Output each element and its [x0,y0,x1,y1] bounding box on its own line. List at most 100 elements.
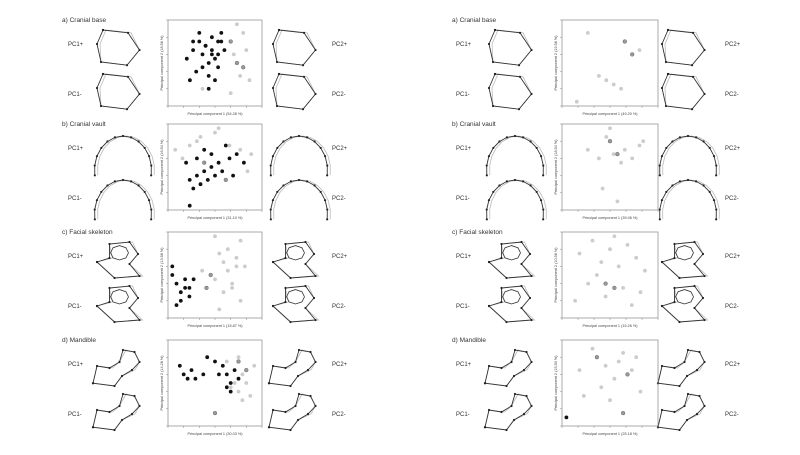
pc2-plus-shape-landmark [304,262,307,266]
pc2-minus-shape-landmark [678,180,681,183]
pc1-plus-shape-landmark [491,60,495,64]
section-2: b) Cranial vaultPC1+PC1-PC2+PC2-Principa… [452,121,741,221]
pc1-plus-shape-landmark [150,174,153,177]
pc2-plus-shape-landmark [282,140,285,143]
data-point [210,35,214,40]
pc2-plus-shape-overlay [662,135,720,176]
pc1-minus-shape-landmark [520,284,523,288]
pc2-plus-shape-landmark [686,134,690,138]
x-axis-label: Principal component 1 (25.18 %) [582,432,638,436]
pc2-minus-shape-landmark [314,404,317,408]
data-point [585,31,590,35]
pc1-plus-shape [93,134,155,177]
data-point [184,160,189,165]
pc2-plus-shape-landmark [690,64,694,67]
data-point [216,160,221,165]
pc1-minus-label: PC1- [68,92,82,98]
data-point [178,298,183,303]
data-point [637,143,642,148]
section-title: c) Facial skeleton [452,229,503,236]
data-point [622,39,627,44]
pc1-minus-shape-landmark [93,208,96,211]
pc2-plus-shape-landmark [666,28,670,32]
pc2-minus-shape-landmark [673,410,676,414]
pc1-plus-shape-landmark [93,174,96,177]
pc1-plus-shape-landmark [128,262,131,266]
pc2-minus-shape-outline [659,179,717,220]
data-point [217,307,222,312]
data-point [599,260,604,264]
pc1-minus-label: PC1- [68,196,82,202]
pc2-plus-shape-landmark [294,360,297,364]
pc1-plus-shape-landmark [100,146,103,150]
pc1-plus-shape-overlay [92,349,140,387]
pc2-minus-shape-landmark [289,428,292,432]
pc2-plus-shape-landmark [314,274,317,278]
pc2-minus-shape-landmark [294,404,297,408]
pc2-plus-shape-outline [657,349,706,387]
pc2-minus-shape-landmark [703,92,706,96]
pc2-minus-shape-overlay [662,179,720,220]
pc2-minus-shape-landmark [691,75,695,78]
pc1-plus-shape [95,240,144,280]
pc1-minus-label: PC1- [456,412,470,418]
pc1-minus-shape-landmark [492,190,495,194]
pc1-minus-shape-landmark [505,320,508,324]
pc1-minus-shape-landmark [133,394,136,398]
pc2-minus-shape-landmark [658,218,661,221]
pc2-minus-shape-landmark [267,426,271,429]
pc1-plus-shape-landmark [528,252,532,256]
y-axis-label: Principal component 2 (13.58 %) [160,247,164,303]
data-point [586,281,591,286]
pc2-plus-label: PC2+ [332,42,348,48]
pc1-minus-shape-landmark [150,208,153,211]
pc1-plus-shape-landmark [121,134,125,138]
pc1-minus-shape-overlay [99,73,140,110]
pc1-plus-shape-landmark [539,155,543,158]
pc2-minus-shape-landmark [693,284,696,288]
pc2-minus-shape-landmark [671,184,674,187]
pc2-minus-shape-orbit-ring [286,289,305,305]
pc1-plus-shape-outline [92,349,141,387]
data-point [238,298,243,303]
data-point [174,281,179,286]
pc2-plus-shape-landmark [306,368,310,372]
pc2-minus-shape-landmark [319,190,322,194]
data-point [238,74,243,78]
pc1-plus-shape-landmark [113,136,116,139]
data-point [241,65,246,70]
pc1-minus-shape-landmark [500,300,503,304]
pc1-minus-shape-landmark [150,218,153,221]
data-point [238,147,243,152]
pc2-plus-shape-landmark [284,242,287,246]
data-point [222,48,227,52]
section-title: b) Cranial vault [452,121,496,128]
pc1-plus-shape-landmark [120,374,124,378]
data-point [577,251,582,256]
section-2: b) Cranial vaultPC1+PC1-PC2+PC2-Principa… [62,121,348,221]
pc2-minus-label: PC2- [332,412,346,418]
data-point [180,156,185,161]
pc2-plus-shape-landmark [685,374,689,378]
data-point [619,86,623,91]
pc2-minus-shape-landmark [277,72,281,76]
pc2-minus-shape-landmark [306,412,310,416]
pc2-plus-shape-landmark [275,60,279,64]
pc2-plus-shape-landmark [712,155,716,158]
pc2-plus-shape-landmark [691,31,695,34]
pc1-plus-shape-landmark [530,48,533,52]
data-point [625,372,630,377]
data-point [581,394,586,398]
data-point [198,182,203,187]
pc1-plus-label: PC1+ [456,42,472,48]
data-point [195,156,199,161]
data-point [235,22,239,27]
pc2-plus-shape-landmark [702,140,705,143]
pc1-minus-shape-landmark [108,410,111,414]
data-point [225,247,230,252]
pc2-minus-shape [660,284,709,324]
pc2-plus-shape-landmark [326,164,329,167]
data-point [213,277,217,282]
pc1-minus-shape-landmark [147,199,151,202]
pc1-minus-shape-orbit-ring [110,289,129,305]
